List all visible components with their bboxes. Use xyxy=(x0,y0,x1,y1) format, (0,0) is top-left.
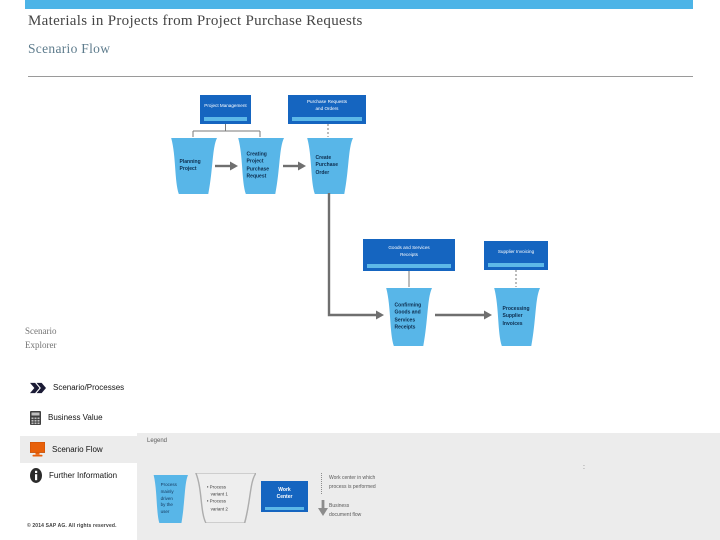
work-center-label: Project Management xyxy=(204,102,247,108)
double-chevron-icon xyxy=(30,382,46,393)
sidebar-item-label: Scenario Flow xyxy=(52,445,103,454)
work-center-box-project-management: Project Management xyxy=(200,95,251,124)
header-divider xyxy=(28,76,693,77)
work-center-label: Supplier Invoicing xyxy=(497,248,535,254)
top-accent-bar xyxy=(25,0,693,9)
legend-work-center-label: Work Center xyxy=(276,486,293,501)
info-icon xyxy=(30,468,42,483)
sidebar-item-label: Further Information xyxy=(49,471,118,480)
process-step-label: Confirming Goods and Services Receipts xyxy=(394,302,422,331)
work-center-box-purchase-requests-and-orders: Purchase Requests and Orders xyxy=(288,95,366,124)
scenario-explorer-label: Scenario Explorer xyxy=(25,326,57,350)
legend-arrow-caption: Business document flow xyxy=(329,503,362,518)
work-center-tab xyxy=(367,264,451,268)
process-step-creating-project-purchase-request[interactable]: Creating Project Purchase Request xyxy=(236,138,284,194)
flag-shape xyxy=(171,138,217,194)
process-step-create-purchase-order[interactable]: Create Purchase Order xyxy=(305,138,353,194)
page-title: Materials in Projects from Project Purch… xyxy=(28,13,363,29)
legend-work-center-sample: Work Center xyxy=(261,481,308,512)
legend-dotted-line-icon xyxy=(321,473,322,494)
legend-panel: Legend Process mainly driven by the user… xyxy=(137,433,720,540)
flag-shape xyxy=(153,475,188,523)
flag-shape xyxy=(494,288,540,346)
work-center-box-supplier-invoicing: Supplier Invoicing xyxy=(484,241,548,270)
sidebar-item-business-value[interactable]: Business Value xyxy=(20,404,138,431)
legend-title: Legend xyxy=(147,438,168,444)
process-step-label: Create Purchase Order xyxy=(315,155,339,176)
legend-arrow-down-icon xyxy=(318,500,328,516)
process-step-label: Processing Supplier Invoices xyxy=(502,306,530,327)
flag-shape xyxy=(386,288,432,346)
process-step-processing-supplier-invoices[interactable]: Processing Supplier Invoices xyxy=(492,288,540,346)
sidebar-item-scenario-flow[interactable]: Scenario Flow xyxy=(20,436,138,463)
legend-variants-flag: • Process variant 1 • Process variant 2 xyxy=(193,473,256,523)
calculator-icon xyxy=(30,410,41,425)
work-center-box-goods-and-services-receipts: Goods and Services Receipts xyxy=(363,239,455,271)
work-center-tab xyxy=(265,506,304,510)
process-step-label: Planning Project xyxy=(179,158,201,172)
process-step-label: Creating Project Purchase Request xyxy=(246,151,270,180)
work-center-label: Purchase Requests and Orders xyxy=(306,99,348,111)
sidebar-item-label: Business Value xyxy=(48,413,103,422)
legend-dotted-caption: Work center in which process is performe… xyxy=(329,475,376,490)
process-step-confirming-goods-and-services-receipts[interactable]: Confirming Goods and Services Receipts xyxy=(384,288,432,346)
work-center-tab xyxy=(292,117,362,121)
monitor-icon xyxy=(30,442,45,457)
page-subtitle: Scenario Flow xyxy=(28,41,111,56)
stacked-flags-shape xyxy=(195,473,256,523)
stray-colon: : xyxy=(583,464,585,471)
sidebar-item-label: Scenario/Processes xyxy=(53,383,125,392)
flag-shape xyxy=(307,138,353,194)
process-step-planning-project[interactable]: Planning Project xyxy=(169,138,217,194)
work-center-tab xyxy=(488,263,544,267)
legend-process-flag: Process mainly driven by the user xyxy=(152,475,188,523)
copyright-text: © 2014 SAP AG. All rights reserved. xyxy=(27,523,117,529)
sidebar-item-further-information[interactable]: Further Information xyxy=(20,462,138,489)
flag-shape xyxy=(238,138,284,194)
work-center-tab xyxy=(204,117,247,121)
work-center-label: Goods and Services Receipts xyxy=(388,244,430,257)
legend-variants-label: • Process variant 1 • Process variant 2 xyxy=(206,484,228,512)
legend-process-flag-label: Process mainly driven by the user xyxy=(160,482,177,515)
sidebar-item-scenario-processes[interactable]: Scenario/Processes xyxy=(20,374,138,401)
